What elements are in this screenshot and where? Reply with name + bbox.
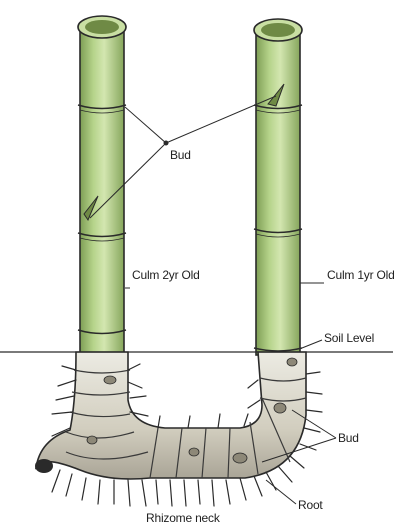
soil-level-label: Soil Level: [324, 331, 374, 345]
culm-1yr-label: Culm 1yr Old: [327, 268, 395, 282]
root-label: Root: [298, 498, 323, 512]
right-culm: [254, 19, 302, 355]
bud-label-top: Bud: [170, 148, 191, 162]
culm-2yr-label: Culm 2yr Old: [132, 268, 200, 282]
bud-label-bottom: Bud: [338, 431, 359, 445]
rhizome-tip: [35, 459, 53, 473]
rhizome: [35, 352, 306, 479]
left-culm: [78, 16, 126, 355]
